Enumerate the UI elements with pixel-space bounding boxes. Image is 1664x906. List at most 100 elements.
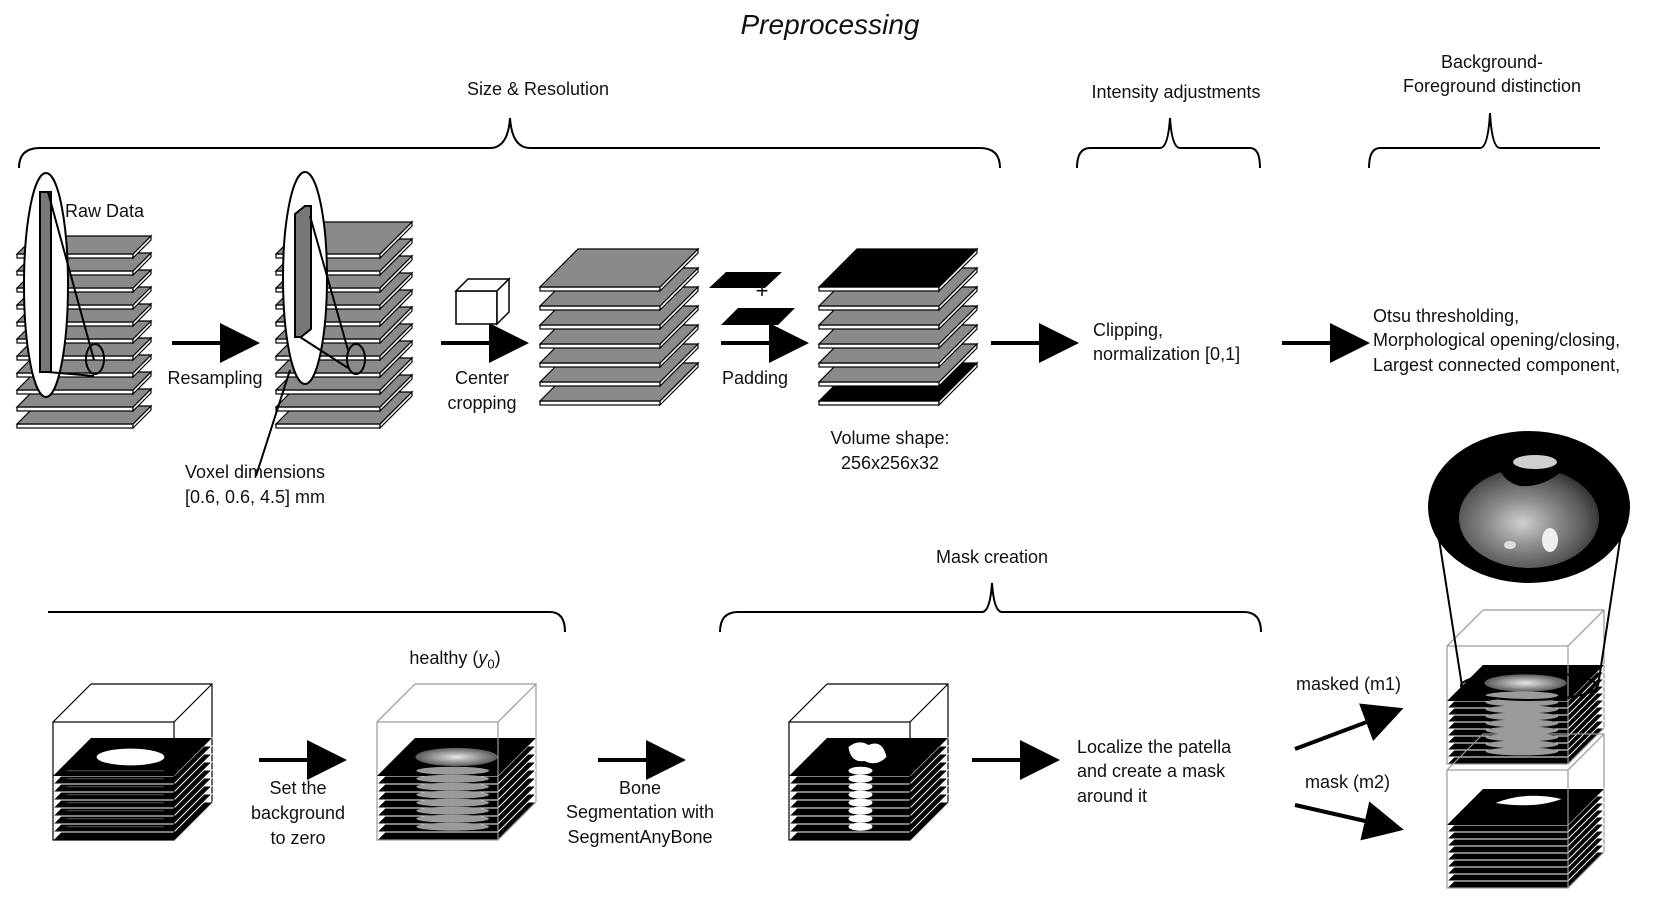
padding-slices-icon xyxy=(709,272,795,325)
section-size-resolution: Size & Resolution xyxy=(466,79,610,99)
healthy-volume xyxy=(375,683,538,841)
resampling-label: Resampling xyxy=(167,368,263,388)
mri-slice-ghost xyxy=(416,806,490,815)
raw-data-label: Raw Data xyxy=(65,201,145,221)
section-mask-creation: Mask creation xyxy=(935,547,1049,567)
healthy-subscript: 0 xyxy=(487,656,495,672)
mri-slice-ghost xyxy=(1485,705,1559,714)
cube-edge xyxy=(52,683,92,723)
mri-slice-ghost xyxy=(416,774,490,783)
brace-bottom-left xyxy=(48,611,566,633)
mri-slice-ghost xyxy=(1485,719,1559,728)
cropped-stack xyxy=(538,247,700,407)
resampled-magnifier xyxy=(255,171,366,477)
padding-label: Padding xyxy=(721,368,789,388)
healthy-suffix: ) xyxy=(494,648,501,668)
plus-sign: + xyxy=(755,278,769,303)
brace-size-resolution xyxy=(18,117,1001,169)
patella-line3: around it xyxy=(1077,786,1148,806)
masked-label: masked (m1) xyxy=(1296,674,1402,694)
section-intensity: Intensity adjustments xyxy=(1091,82,1261,102)
mri-slice-ghost xyxy=(1485,691,1559,700)
cube-front xyxy=(1446,645,1569,765)
bone-slice xyxy=(848,782,873,791)
bone-seg-line1: Bone xyxy=(618,778,662,798)
mri-slice-ghost xyxy=(416,822,490,831)
bone-slice xyxy=(848,766,873,775)
cube-edge xyxy=(1446,733,1484,771)
center-cropping-line1: Center xyxy=(454,368,510,388)
cube-edge xyxy=(909,683,949,723)
mri-slice-ghost xyxy=(1485,733,1559,742)
center-cropping-line2: cropping xyxy=(447,393,517,413)
brace-mask-creation xyxy=(719,582,1262,633)
bone-mask-volume xyxy=(787,683,950,841)
patella-line1: Localize the patella xyxy=(1077,737,1232,757)
patella-mask xyxy=(1495,795,1562,806)
background-zero-volume xyxy=(51,683,214,841)
mask-volume xyxy=(1445,733,1606,889)
cube-edge xyxy=(909,801,949,841)
mri-zoom xyxy=(1428,431,1630,701)
bone-slice xyxy=(848,822,873,831)
bone-slice xyxy=(848,774,873,783)
crop-cube-icon xyxy=(454,277,511,326)
cube-edge xyxy=(497,683,537,723)
mri-slice-image xyxy=(1484,674,1567,692)
mri-slice-ghost xyxy=(1485,740,1559,749)
cube-edge xyxy=(1446,609,1484,647)
cube-front xyxy=(1446,769,1569,889)
voxel-label-line1: Voxel dimensions xyxy=(184,462,326,482)
mri-slice-ghost xyxy=(416,766,490,775)
cube-front xyxy=(788,721,911,841)
bone-slice xyxy=(848,814,873,823)
volume-shape-line2: 256x256x32 xyxy=(840,453,940,473)
healthy-variable: y xyxy=(478,648,488,668)
set-background-line2: background xyxy=(250,803,346,823)
mri-slice-ghost xyxy=(416,790,490,799)
bone-slice xyxy=(848,790,873,799)
section-background-line2: Foreground distinction xyxy=(1402,76,1582,96)
clipping-line1: Clipping, xyxy=(1093,320,1164,340)
cube-edge xyxy=(1567,733,1605,771)
cube-front xyxy=(376,721,499,841)
cube-edge xyxy=(1567,851,1605,889)
set-background-line3: to zero xyxy=(270,828,326,848)
mri-slice-ghost xyxy=(1485,747,1559,756)
bone-seg-line3: SegmentAnyBone xyxy=(567,827,713,847)
mask-label: mask (m2) xyxy=(1305,772,1390,792)
healthy-label: healthy (y0) xyxy=(409,646,500,677)
mri-slice-ghost xyxy=(1485,712,1559,721)
mri-slice-ghost xyxy=(416,814,490,823)
mri-slice-ghost xyxy=(416,782,490,791)
diagram-title: Preprocessing xyxy=(740,9,920,40)
padded-stack xyxy=(817,247,979,407)
section-background-line1: Background- xyxy=(1440,52,1544,72)
bone-region xyxy=(848,742,887,764)
bone-seg-line2: Segmentation with xyxy=(565,802,715,822)
cube-front xyxy=(52,721,175,841)
slice-top xyxy=(817,248,979,288)
slice-top xyxy=(538,248,700,288)
otsu-line2: Morphological opening/closing, xyxy=(1373,330,1621,350)
cube-edge xyxy=(1567,609,1605,647)
patella-line2: and create a mask xyxy=(1077,761,1226,781)
brace-background xyxy=(1368,112,1600,169)
bone-slice xyxy=(848,806,873,815)
cube-edge xyxy=(376,683,416,723)
mask-top-slice xyxy=(1447,789,1604,825)
cube-edge xyxy=(173,683,213,723)
brace-intensity xyxy=(1076,117,1261,169)
set-background-line1: Set the xyxy=(269,778,327,798)
mri-slice-ghost xyxy=(416,798,490,807)
clipping-line2: normalization [0,1] xyxy=(1093,344,1241,364)
otsu-line1: Otsu thresholding, xyxy=(1373,306,1520,326)
voxel-label-line2: [0.6, 0.6, 4.5] mm xyxy=(184,487,326,507)
bottom-row-arrows xyxy=(259,703,1404,841)
masked-volume xyxy=(1445,609,1606,765)
otsu-line3: Largest connected component, xyxy=(1373,355,1621,375)
mri-slice-image xyxy=(415,747,498,767)
mri-slice-ghost xyxy=(1485,726,1559,735)
cube-edge xyxy=(788,683,828,723)
